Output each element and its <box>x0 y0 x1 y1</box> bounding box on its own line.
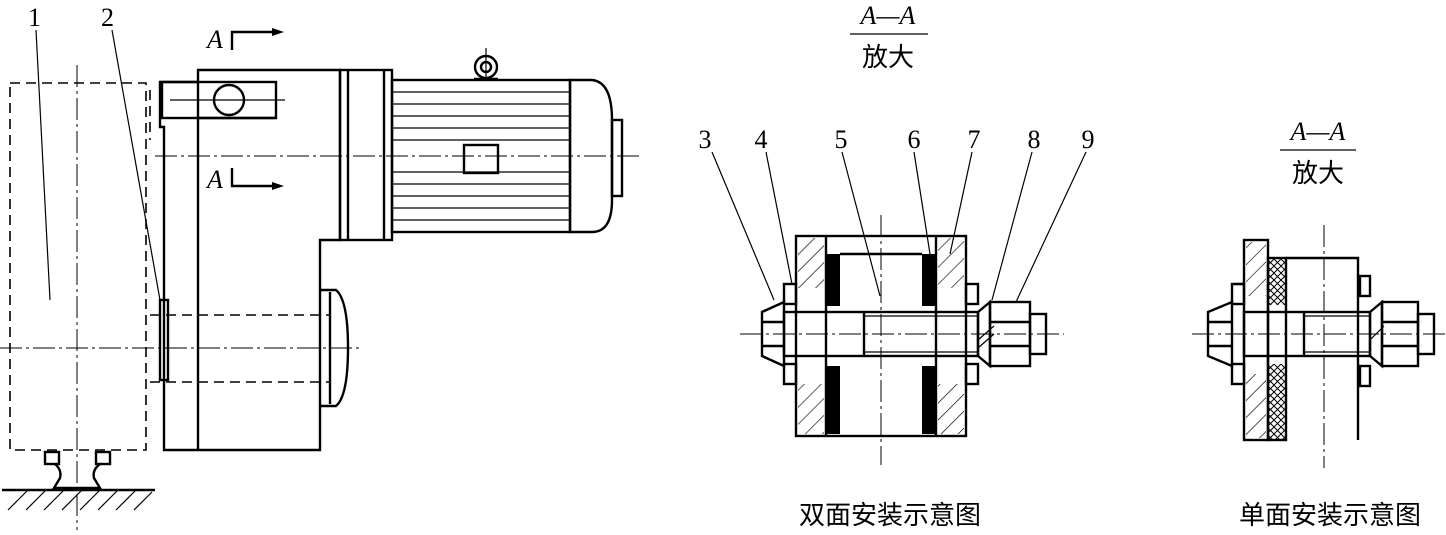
label-6: 6 <box>908 125 921 154</box>
caption-single-sided: 单面安装示意图 <box>1239 501 1421 531</box>
left-assembly-view: 1 2 A A <box>0 3 640 530</box>
label-9: 9 <box>1082 125 1095 154</box>
section-title-top: A—A <box>859 1 916 30</box>
label-3: 3 <box>699 125 712 154</box>
ground-hatch <box>7 489 153 511</box>
section-title-single: A—A 放大 <box>1280 117 1356 189</box>
section-mark-a-top: A <box>205 25 223 54</box>
label-8: 8 <box>1028 125 1041 154</box>
label-5: 5 <box>835 125 848 154</box>
double-sided-section: A—A 放大 <box>699 1 1095 531</box>
single-sided-section: A—A 放大 单面安装示意图 <box>1192 117 1446 531</box>
gearbox-housing <box>149 68 350 452</box>
section-title-bottom-single: 放大 <box>1292 159 1344 189</box>
section-marker-top <box>230 28 284 50</box>
dashed-structure <box>9 82 147 451</box>
rail <box>43 450 112 490</box>
caption-double-sided: 双面安装示意图 <box>799 501 981 531</box>
label-7: 7 <box>968 125 981 154</box>
section-mark-a-bottom: A <box>205 165 223 194</box>
section-title-bottom: 放大 <box>862 43 914 73</box>
label-4: 4 <box>755 125 768 154</box>
section-marker-bottom <box>230 168 284 190</box>
motor <box>338 48 624 242</box>
section-title-double: A—A 放大 <box>850 1 928 73</box>
section-title-top-single: A—A <box>1289 117 1346 146</box>
label-2: 2 <box>101 3 114 32</box>
label-1: 1 <box>28 3 41 32</box>
